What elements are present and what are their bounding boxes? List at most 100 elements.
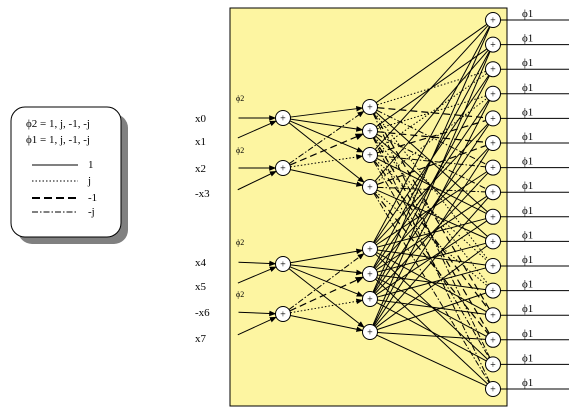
- stage1-adder: +: [275, 110, 291, 126]
- stage3-adder: +: [485, 110, 501, 127]
- phi1-label: ϕ1: [522, 328, 533, 340]
- phi1-label: ϕ1: [522, 8, 533, 20]
- adder-plus-sign: +: [490, 16, 496, 27]
- stage3-adder: +: [485, 233, 501, 250]
- butterfly-edge: [375, 159, 488, 262]
- phi1-label: ϕ1: [522, 82, 533, 94]
- phi1-label: ϕ1: [522, 57, 533, 69]
- butterfly-edge: [373, 149, 490, 326]
- stage3-adder: +: [485, 36, 501, 53]
- stage2-adder: +: [362, 241, 378, 257]
- stage1-adder: +: [275, 160, 291, 176]
- adder-plus-sign: +: [367, 183, 373, 194]
- stage2-adder: +: [362, 99, 378, 115]
- butterfly-edge: [377, 155, 486, 168]
- butterfly-edge: [377, 119, 486, 154]
- adder-circle: [362, 147, 378, 163]
- adder-circle: [362, 179, 378, 195]
- butterfly-edge: [290, 118, 364, 132]
- butterfly-edge: [372, 137, 491, 383]
- phi1-label: ϕ1: [522, 156, 533, 168]
- stage1-adder: +: [275, 306, 291, 322]
- adder-plus-sign: +: [490, 212, 496, 223]
- butterfly-edge: [376, 334, 487, 387]
- adder-circle: [362, 241, 378, 257]
- adder-plus-sign: +: [367, 245, 373, 256]
- stage3-adder: +: [485, 282, 501, 299]
- input-label: x7: [195, 333, 207, 345]
- adder-plus-sign: +: [490, 385, 496, 396]
- adder-plus-sign: +: [490, 139, 496, 150]
- butterfly-edge: [376, 189, 487, 239]
- butterfly-edge: [375, 23, 488, 104]
- input-label: -x6: [195, 307, 210, 319]
- butterfly-panel: [229, 7, 508, 407]
- butterfly-edge: [377, 131, 486, 143]
- butterfly-edge: [372, 51, 491, 326]
- phi1-label: ϕ1: [522, 254, 533, 266]
- phi1-label: ϕ1: [522, 352, 533, 364]
- butterfly-edge: [290, 169, 364, 187]
- stage3-adder: +: [485, 381, 501, 397]
- adder-plus-sign: +: [490, 286, 496, 297]
- legend-phi1-line: ϕ1 = 1, j, -1, -j: [26, 134, 90, 146]
- phi2-label: ϕ2: [236, 290, 244, 299]
- butterfly-edge: [377, 331, 486, 340]
- butterfly-edge: [290, 105, 364, 118]
- phi1-label: ϕ1: [522, 180, 533, 192]
- phi1-label: ϕ1: [522, 33, 533, 45]
- phi1-label: ϕ1: [522, 106, 533, 118]
- stage2-adder: +: [362, 324, 378, 340]
- butterfly-edge: [288, 122, 365, 183]
- butterfly-edge: [374, 160, 489, 310]
- butterfly-edge: [290, 248, 364, 264]
- adder-circle: [362, 99, 378, 115]
- stage3-adder: +: [485, 184, 501, 201]
- phi1-label: ϕ1: [522, 377, 533, 389]
- adder-circle: [275, 256, 291, 272]
- butterfly-edge: [374, 197, 489, 327]
- butterfly-edge: [376, 157, 487, 214]
- legend-dashed-label: -1: [88, 192, 97, 204]
- butterfly-edge: [289, 120, 364, 153]
- butterfly-edge: [374, 172, 489, 294]
- stage3-adder: +: [485, 12, 501, 28]
- stage3-adder: +: [485, 331, 501, 348]
- butterfly-edge: [375, 220, 488, 296]
- butterfly-edge: [238, 310, 277, 317]
- butterfly-edge: [289, 133, 364, 166]
- stage3-adder: +: [485, 61, 501, 78]
- adder-plus-sign: +: [490, 163, 496, 174]
- butterfly-edge: [375, 73, 488, 152]
- butterfly-edge: [374, 136, 489, 285]
- butterfly-edge: [372, 26, 491, 293]
- adder-plus-sign: +: [490, 114, 496, 125]
- butterfly-edge: [376, 144, 487, 186]
- butterfly-edge: [374, 192, 489, 335]
- butterfly-edge: [237, 266, 277, 284]
- adder-plus-sign: +: [367, 328, 373, 339]
- input-label: -x3: [195, 188, 210, 200]
- butterfly-edge: [377, 186, 486, 193]
- butterfly-edge: [374, 25, 489, 150]
- adder-nodes: ++++++++++++++++++++++++++++: [275, 12, 501, 397]
- phi1-label: ϕ1: [522, 205, 533, 217]
- stage3-adder: +: [485, 135, 501, 151]
- input-label: x2: [195, 163, 206, 175]
- adder-plus-sign: +: [490, 40, 496, 51]
- adder-plus-sign: +: [280, 164, 286, 175]
- butterfly-edge: [375, 97, 488, 183]
- adder-plus-sign: +: [490, 335, 496, 346]
- stage3-adder: +: [485, 307, 501, 324]
- butterfly-edge: [372, 100, 491, 326]
- butterfly-edge: [290, 315, 364, 332]
- stage3-adder: +: [485, 159, 501, 176]
- input-label: x1: [195, 136, 206, 148]
- adder-circle: [362, 266, 378, 282]
- adder-plus-sign: +: [490, 188, 496, 199]
- butterfly-edge: [288, 253, 365, 310]
- phi1-label: ϕ1: [522, 279, 533, 291]
- phi1-label: ϕ1: [522, 303, 533, 315]
